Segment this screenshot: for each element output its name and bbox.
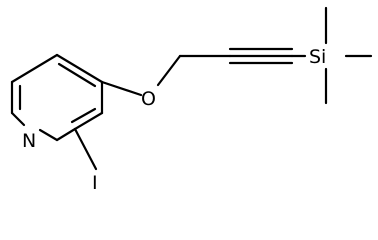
ring-bond-c6-c5-inner [57, 62, 97, 88]
silicon-atom-label: Si [309, 46, 326, 68]
ring-bond-c3-n [38, 128, 59, 142]
bond-oxygen-methylene [156, 54, 182, 87]
bond-c-iodine [73, 127, 98, 171]
bond-ring-oxygen [100, 80, 143, 97]
molecule-drawing: N I O Si [10, 6, 373, 194]
ring-bond-c2-c6 [10, 53, 59, 84]
ring-bond-c4-c3-inner [70, 107, 97, 124]
structure-canvas: N I O Si [10, 6, 373, 194]
ring-bond-c4-c3 [73, 111, 104, 131]
ring-bond-n-c1 [10, 111, 26, 127]
ring-bond-c6-c5 [55, 53, 104, 84]
iodine-atom-label: I [92, 172, 98, 194]
nitrogen-atom-label: N [22, 130, 36, 152]
ring-bond-c2-n-closure [55, 127, 77, 142]
oxygen-atom-label: O [141, 88, 156, 110]
